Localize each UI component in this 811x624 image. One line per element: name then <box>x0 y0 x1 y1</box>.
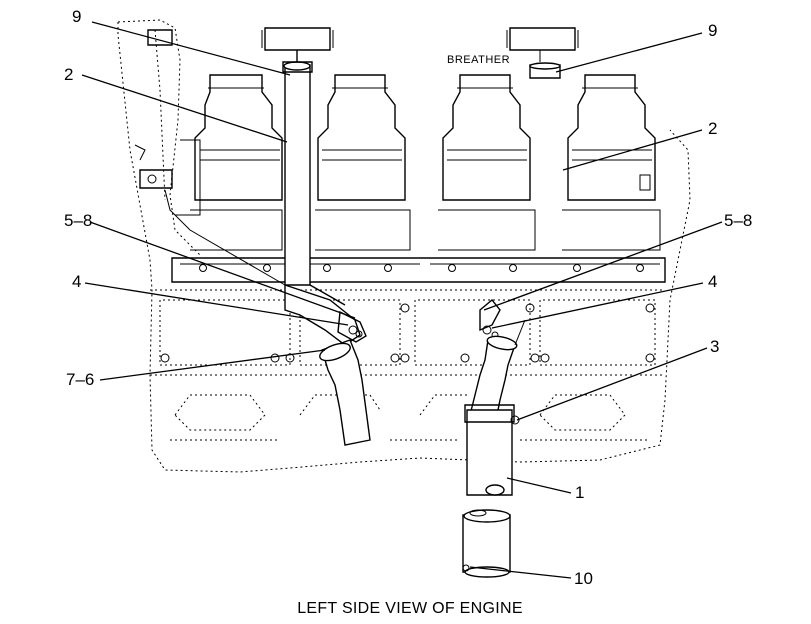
callout-7-6: 7–6 <box>66 370 94 389</box>
breather-elbow-left <box>284 284 361 346</box>
breather-tube-left <box>164 50 313 286</box>
breather-canister-left <box>261 27 334 51</box>
valve-cover-1 <box>175 74 283 251</box>
callout-3: 3 <box>710 337 719 356</box>
callout-9-right: 9 <box>708 21 717 40</box>
callout-4-right: 4 <box>708 272 717 291</box>
valve-cover-4 <box>562 74 661 251</box>
diagram-caption: LEFT SIDE VIEW OF ENGINE <box>297 600 523 617</box>
breather-label: BREATHER <box>447 54 510 66</box>
hose-left <box>319 339 371 446</box>
valve-cover-3 <box>438 74 536 251</box>
callout-10: 10 <box>574 569 593 588</box>
clamp-left <box>337 310 367 343</box>
callout-2-left: 2 <box>64 65 73 84</box>
tube-10 <box>462 509 511 578</box>
leader-lines <box>81 21 723 579</box>
callout-2-right: 2 <box>708 119 717 138</box>
callout-5-8-left: 5–8 <box>64 211 92 230</box>
left-bracket <box>134 29 173 189</box>
engine-block-outline <box>117 19 691 473</box>
callout-4-left: 4 <box>72 272 81 291</box>
callout-5-8-right: 5–8 <box>724 211 752 230</box>
valve-cover-2 <box>315 74 411 251</box>
breather-fitting-right <box>529 62 561 79</box>
callout-1: 1 <box>575 483 584 502</box>
breather-canister-right <box>506 27 579 62</box>
callout-9-left: 9 <box>72 7 81 26</box>
tube-1 <box>464 404 520 496</box>
